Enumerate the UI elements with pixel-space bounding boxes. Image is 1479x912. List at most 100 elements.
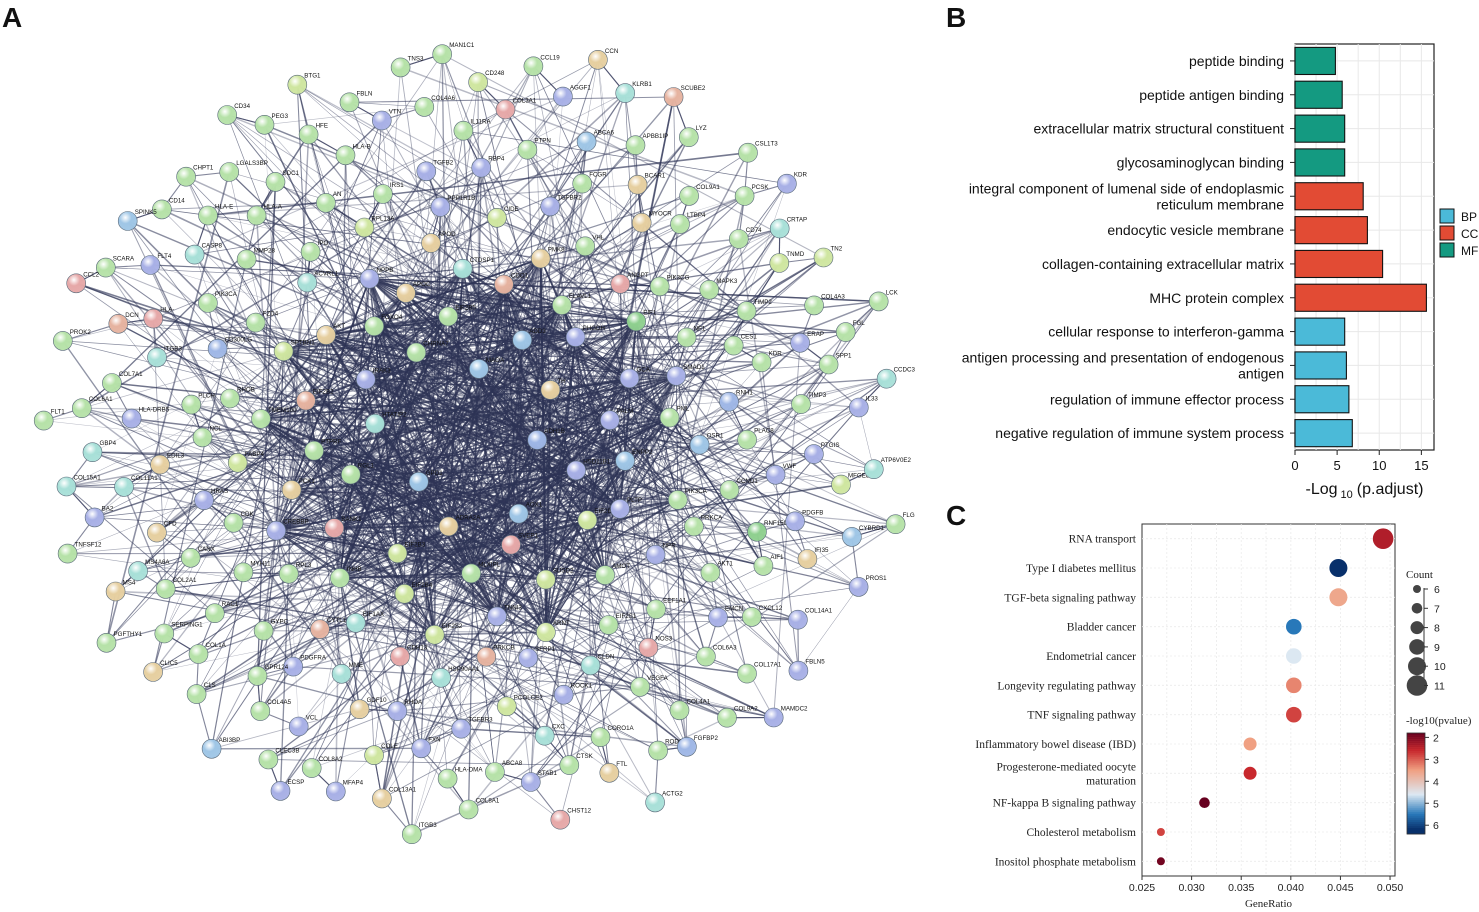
network-node-label: IRS1: [390, 182, 404, 189]
network-edge: [373, 325, 719, 618]
network-node-ball: [247, 666, 268, 686]
network-node: COL1A: [188, 642, 227, 664]
network-node-label: HFE: [316, 123, 328, 130]
color-legend-segment: [1407, 783, 1425, 786]
network-node: PEG3: [254, 113, 289, 135]
network-node-label: TGFBR3: [468, 717, 493, 724]
network-node: CYBRD1: [842, 525, 885, 547]
network-node-label: COL2A1: [173, 577, 197, 584]
network-edge: [381, 120, 577, 471]
network-node: ANGPT: [610, 272, 649, 294]
network-edge: [123, 486, 561, 820]
color-legend-segment: [1407, 799, 1425, 802]
network-node-label: PML: [677, 406, 690, 413]
network-node: MYH11: [233, 560, 271, 583]
network-node-ball: [349, 699, 370, 720]
network-node: BA2: [84, 505, 114, 528]
network-node-label: IPO: [318, 240, 329, 247]
kegg-xtick-label: 0.045: [1327, 882, 1353, 894]
network-node: AOX1: [508, 502, 543, 524]
network-node: MFGE8: [831, 473, 870, 495]
network-edge: [584, 246, 707, 657]
network-edge: [537, 439, 814, 455]
network-node-ball: [627, 174, 648, 195]
network-edge: [268, 608, 657, 760]
network-node: MS4A6A: [128, 559, 170, 581]
network-node-ball: [316, 325, 336, 345]
network-edge: [586, 520, 592, 666]
network-node-label: EIF2S1: [616, 613, 637, 620]
network-node: PHGDH: [565, 325, 605, 347]
kegg-xaxis-title: GeneRatio: [1245, 898, 1293, 910]
network-edge: [416, 195, 745, 353]
network-edge: [420, 321, 637, 749]
network-edge: [291, 438, 748, 491]
color-legend-segment: [1407, 775, 1425, 778]
network-edge: [462, 130, 764, 567]
network-node: PRKCA: [684, 515, 723, 537]
network-node: TGFBR3: [451, 717, 493, 739]
kegg-dot: [1329, 588, 1348, 607]
network-edge: [196, 499, 678, 695]
network-edge: [264, 106, 425, 126]
network-node-ball: [553, 684, 574, 705]
network-node: SPP1: [818, 353, 852, 375]
network-node-ball: [530, 248, 551, 269]
count-legend-dot: [1408, 657, 1426, 676]
network-node-ball: [818, 354, 839, 375]
network-node-ball: [233, 562, 254, 583]
network-node-ball: [194, 490, 214, 511]
network-panel: ADH1BGPD1MAOAAOX1HTATIP2THADRA2ACHRNA7HS…: [33, 42, 915, 845]
network-node-ball: [365, 413, 385, 434]
network-node-ball: [751, 352, 772, 373]
network-node: CDO1: [494, 272, 529, 295]
network-edge: [106, 292, 407, 644]
network-node-label: EIF2B1: [594, 508, 615, 515]
network-node: CREBBP: [266, 519, 309, 541]
count-legend-label: 11: [1434, 681, 1445, 693]
color-legend-segment: [1407, 829, 1425, 833]
network-edge: [421, 362, 762, 749]
network-node: PIK3CG: [649, 274, 690, 297]
network-node-ball: [296, 390, 316, 411]
color-legend-segment: [1407, 735, 1425, 738]
network-edge: [350, 473, 859, 588]
network-node-label: COL14A1: [805, 608, 833, 615]
color-legend-segment: [1407, 811, 1425, 815]
network-edge: [159, 350, 285, 466]
kegg-xtick-label: 0.050: [1377, 882, 1403, 894]
network-edge: [66, 486, 216, 614]
network-edge: [434, 631, 546, 636]
network-node-ball: [147, 347, 167, 368]
network-edge: [467, 167, 482, 810]
network-node-ball: [699, 279, 720, 300]
network-node-ball: [804, 295, 824, 316]
color-legend-segment: [1407, 763, 1425, 766]
network-node: PDGFRA: [283, 655, 327, 677]
network-edge: [118, 323, 417, 353]
network-edge: [67, 321, 637, 554]
network-edge: [115, 591, 774, 718]
network-node-label: PEG3: [272, 113, 289, 120]
network-node-label: NF1: [694, 326, 706, 333]
color-legend-segment: [1407, 821, 1425, 825]
network-node-label: PIK3CG: [667, 274, 690, 281]
color-legend-segment: [1407, 741, 1425, 744]
network-node: MAPK3: [699, 278, 738, 300]
network-node: ADD3: [512, 328, 546, 350]
network-node: FBLN: [339, 90, 372, 113]
network-node-label: ENPP2: [632, 449, 653, 456]
network-edge: [164, 120, 383, 634]
network-edge: [575, 257, 824, 471]
network-node-label: MME: [349, 662, 363, 669]
network-edge: [345, 154, 464, 270]
network-node: DCN: [108, 312, 139, 334]
network-node-label: CD248: [485, 70, 505, 77]
kegg-category-label: Progesterone-mediated oocyte: [996, 761, 1136, 773]
network-node: RPL3: [278, 562, 312, 584]
network-edge: [350, 66, 534, 475]
color-legend-segment: [1407, 785, 1425, 788]
network-node: CCND1: [719, 478, 758, 500]
color-legend-segment: [1407, 825, 1425, 829]
network-edge: [237, 462, 606, 576]
